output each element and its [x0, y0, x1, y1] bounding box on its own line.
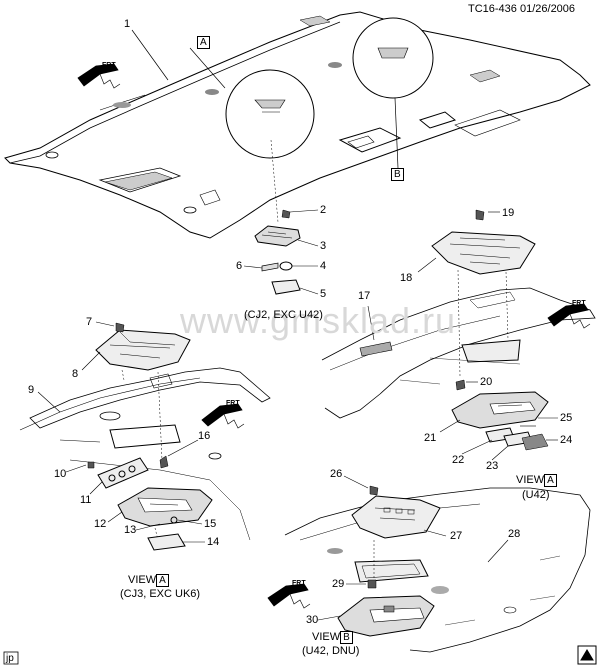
view-letter-box: A — [156, 574, 169, 587]
callout-21: 21 — [424, 432, 437, 444]
callout-23: 23 — [486, 460, 499, 472]
overhead-console-left — [117, 487, 213, 527]
frt-label-left: FRT — [226, 400, 240, 407]
callout-4: 4 — [320, 260, 327, 272]
callout-1: 1 — [124, 18, 131, 30]
callout-29: 29 — [332, 578, 345, 590]
headliner-top — [4, 11, 591, 239]
callout-25: 25 — [560, 412, 573, 424]
view-marker-b: B — [391, 168, 404, 181]
watermark: www.gmsklad.ru — [180, 300, 457, 341]
console-bracket-right — [431, 231, 536, 275]
note-cj2: (CJ2, EXC U42) — [244, 309, 323, 321]
corner-logo — [577, 645, 597, 665]
callout-10: 10 — [54, 468, 67, 480]
callout-2: 2 — [320, 204, 327, 216]
headliner-bottom — [284, 487, 591, 653]
code-text: TC16-436 — [468, 3, 517, 15]
diagram-code: TC16-436 01/26/2006 — [468, 3, 575, 15]
frt-label-bottom: FRT — [292, 580, 306, 587]
callout-30: 30 — [306, 614, 319, 626]
console-bracket-left — [95, 329, 191, 371]
front-arrow-bottom — [267, 583, 311, 609]
date-text: 01/26/2006 — [519, 3, 576, 15]
view-letter-box: B — [340, 631, 353, 644]
view-word: VIEW — [312, 631, 341, 643]
view-word: VIEW — [516, 474, 545, 486]
view-b-note: (U42, DNU) — [302, 645, 360, 657]
view-a-right-note: (U42) — [522, 489, 550, 501]
callout-8: 8 — [72, 368, 79, 380]
callout-18: 18 — [400, 272, 413, 284]
view-a-left-note: (CJ3, EXC UK6) — [120, 588, 201, 600]
console-bracket-bottom — [351, 495, 441, 539]
callout-28: 28 — [508, 528, 521, 540]
callout-19: 19 — [502, 207, 515, 219]
front-arrow-right — [547, 303, 591, 329]
callout-5: 5 — [320, 288, 327, 300]
callout-9: 9 — [28, 384, 35, 396]
callout-7: 7 — [86, 316, 93, 328]
callout-15: 15 — [204, 518, 217, 530]
callout-17: 17 — [358, 290, 371, 302]
callout-20: 20 — [480, 376, 493, 388]
headliner-right — [321, 287, 596, 419]
dome-lamp-assembly — [254, 225, 301, 247]
callout-3: 3 — [320, 240, 327, 252]
overhead-console-right — [451, 391, 549, 429]
view-letter-box: A — [544, 474, 557, 487]
callout-24: 24 — [560, 434, 573, 446]
callout-13: 13 — [124, 524, 137, 536]
footer-initials: jp — [6, 653, 14, 664]
frt-label-top: FRT — [102, 62, 116, 69]
callout-22: 22 — [452, 454, 465, 466]
front-arrow-left — [201, 403, 245, 429]
front-arrow-top — [77, 63, 121, 89]
view-marker-a: A — [197, 36, 210, 49]
overhead-console-bottom — [337, 595, 435, 637]
callout-12: 12 — [94, 518, 107, 530]
callout-14: 14 — [207, 536, 220, 548]
frt-label-right: FRT — [572, 300, 586, 307]
callout-27: 27 — [450, 530, 463, 542]
callout-6: 6 — [236, 260, 243, 272]
callout-26: 26 — [330, 468, 343, 480]
callout-11: 11 — [80, 494, 92, 506]
view-word: VIEW — [128, 574, 157, 586]
callout-16: 16 — [198, 430, 211, 442]
